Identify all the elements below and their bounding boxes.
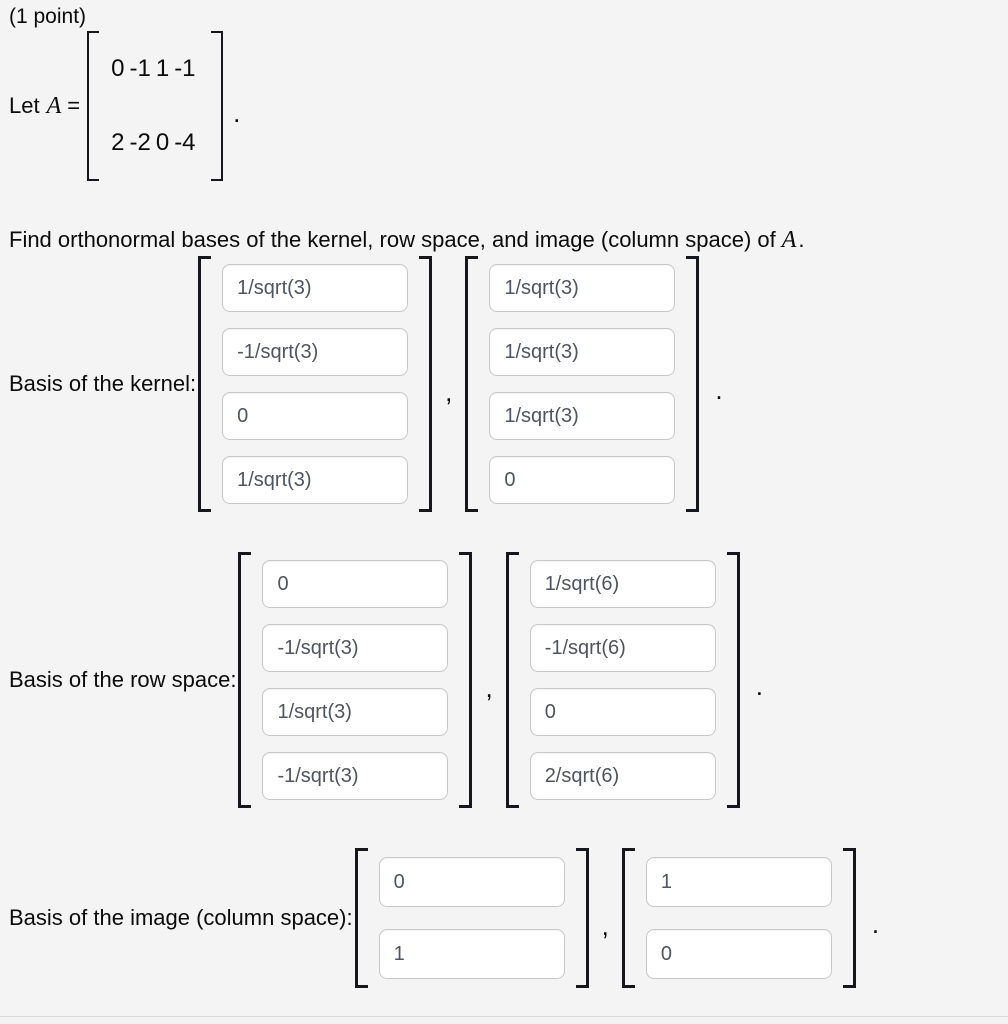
let-label: Let A = [9, 93, 87, 120]
matrix-a: 0 -1 1 -1 2 -2 0 -4 [87, 31, 224, 181]
vector-separator-comma: , [601, 910, 609, 941]
kernel-v2-entry-1-input[interactable] [489, 264, 676, 312]
vector-bracket-left [238, 552, 252, 808]
matrix-cell: 1 [155, 55, 170, 82]
image-v2-entry-2-input[interactable] [645, 929, 832, 979]
equals-sign: = [67, 92, 81, 118]
row-space-basis-section: Basis of the row space: , . [9, 552, 1008, 808]
row-space-vector-2 [505, 552, 740, 808]
vector-bracket-right [419, 256, 433, 512]
matrix-bracket-right [211, 31, 224, 181]
vector-bracket-left [505, 552, 519, 808]
sentence-period: . [715, 374, 723, 405]
vector-entries [251, 552, 459, 808]
matrix-cell: 2 [111, 129, 125, 156]
vector-bracket-left [465, 256, 479, 512]
image-vector-1 [354, 848, 589, 988]
matrix-cells: 0 -1 1 -1 2 -2 0 -4 [99, 31, 211, 181]
problem-prompt: Find orthonormal bases of the kernel, ro… [9, 227, 1008, 253]
kernel-vector-2 [465, 256, 700, 512]
image-v2-entry-1-input[interactable] [645, 857, 832, 907]
kernel-v2-entry-3-input[interactable] [489, 392, 676, 440]
matrix-cell: -2 [129, 129, 151, 156]
kernel-v1-entry-4-input[interactable] [222, 456, 409, 504]
matrix-period: . [233, 97, 241, 128]
points-label: (1 point) [9, 5, 87, 28]
row-space-label: Basis of the row space: [9, 667, 237, 692]
vector-bracket-right [459, 552, 473, 808]
row-space-v1-entry-1-input[interactable] [262, 560, 449, 608]
let-word: Let [9, 92, 40, 118]
row-space-v1-entry-4-input[interactable] [262, 752, 449, 800]
matrix-bracket-left [87, 31, 100, 181]
matrix-row: 2 -2 0 -4 [111, 129, 199, 157]
matrix-cell: 0 [111, 55, 125, 82]
vector-bracket-right [686, 256, 700, 512]
kernel-v1-entry-1-input[interactable] [222, 264, 409, 312]
kernel-basis-section: Basis of the kernel: , . [9, 256, 1008, 512]
image-v1-entry-2-input[interactable] [378, 929, 565, 979]
vector-bracket-left [621, 848, 635, 988]
row-space-vector-1 [238, 552, 473, 808]
image-basis-section: Basis of the image (column space): , . [9, 848, 1008, 988]
kernel-v2-entry-2-input[interactable] [489, 328, 676, 376]
image-label: Basis of the image (column space): [9, 905, 353, 930]
row-space-v1-entry-3-input[interactable] [262, 688, 449, 736]
vector-entries [211, 256, 419, 512]
row-space-v2-entry-2-input[interactable] [529, 624, 716, 672]
row-space-v2-entry-3-input[interactable] [529, 688, 716, 736]
kernel-vector-1 [198, 256, 433, 512]
kernel-label: Basis of the kernel: [9, 371, 197, 396]
row-space-v2-entry-1-input[interactable] [529, 560, 716, 608]
matrix-cell: -1 [129, 55, 151, 82]
image-v1-entry-1-input[interactable] [378, 857, 565, 907]
vector-separator-comma: , [445, 376, 453, 407]
matrix-cell: 0 [155, 129, 170, 156]
image-vector-2 [621, 848, 856, 988]
matrix-definition: Let A = 0 -1 1 -1 2 -2 0 -4 [9, 31, 1008, 181]
vector-separator-comma: , [485, 672, 493, 703]
matrix-row: 0 -1 1 -1 [111, 55, 199, 83]
prompt-text: Find orthonormal bases of the kernel, ro… [9, 227, 776, 252]
problem-page: (1 point) Let A = 0 -1 1 -1 2 -2 0 -4 [9, 5, 1008, 988]
sentence-period: . [871, 908, 880, 939]
matrix-cell: -1 [174, 55, 196, 82]
kernel-v1-entry-3-input[interactable] [222, 392, 409, 440]
prompt-period: . [798, 227, 805, 252]
vector-bracket-right [575, 848, 589, 988]
vector-bracket-right [726, 552, 740, 808]
vector-bracket-right [842, 848, 856, 988]
vector-entries [635, 848, 843, 988]
kernel-v2-entry-4-input[interactable] [489, 456, 676, 504]
vector-bracket-left [354, 848, 368, 988]
vector-entries [519, 552, 727, 808]
matrix-cell: -4 [174, 129, 196, 156]
vector-entries [368, 848, 576, 988]
row-space-v2-entry-4-input[interactable] [529, 752, 716, 800]
kernel-v1-entry-2-input[interactable] [222, 328, 409, 376]
sentence-period: . [755, 670, 763, 701]
vector-entries [478, 256, 686, 512]
vector-bracket-left [198, 256, 212, 512]
matrix-variable: A [46, 92, 62, 119]
bottom-divider [0, 1016, 1008, 1017]
row-space-v1-entry-2-input[interactable] [262, 624, 449, 672]
prompt-variable: A [781, 227, 797, 253]
